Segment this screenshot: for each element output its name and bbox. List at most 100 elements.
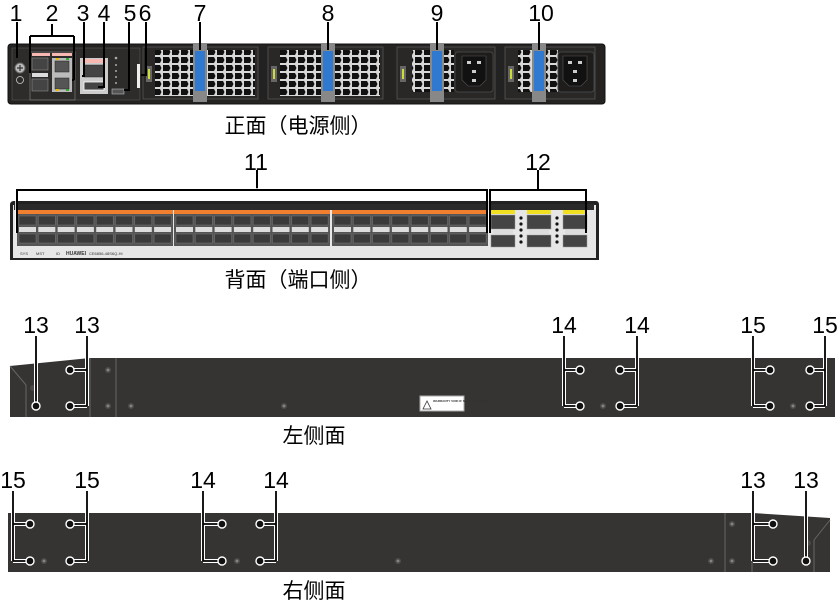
sfp-port — [134, 233, 153, 244]
sfp-port — [353, 215, 371, 226]
sfp-port — [468, 233, 487, 244]
callout-label: 13 — [793, 467, 819, 493]
power-module-1 — [396, 44, 496, 102]
sfp-port-label — [233, 227, 251, 232]
right-side-view — [8, 513, 831, 572]
mounting-hole — [65, 365, 75, 375]
caption-rear: 背面（端口侧） — [225, 268, 372, 292]
rear-callout-lines — [16, 170, 587, 233]
callout-9: 9 — [431, 0, 444, 26]
sfp-port — [18, 233, 37, 244]
sfp-port-label — [411, 227, 429, 232]
sfp-port — [175, 233, 194, 244]
sfp-port-label — [134, 227, 152, 232]
eth-mgmt-port — [54, 60, 70, 73]
mounting-hole — [65, 556, 75, 566]
right-side-chassis — [8, 513, 830, 572]
mounting-hole — [217, 556, 227, 566]
callout-4: 4 — [98, 0, 111, 26]
sfp-port — [410, 233, 429, 244]
sfp-port — [76, 233, 95, 244]
sfp-port-label — [96, 227, 114, 232]
port-label-strip — [332, 210, 488, 214]
mounting-hole — [615, 401, 625, 411]
sfp-port — [38, 233, 56, 244]
sfp-mgmt-port — [31, 78, 49, 92]
sfp-port — [391, 233, 410, 244]
qsfp-port — [562, 234, 588, 248]
sfp-port — [18, 215, 37, 226]
sfp-port-label — [253, 227, 271, 232]
mounting-hole — [217, 519, 227, 529]
sfp-port — [372, 233, 390, 244]
callout-11: 11 — [244, 149, 268, 175]
sfp-port-label — [353, 227, 371, 232]
sfp-port — [95, 215, 114, 226]
front-view — [7, 43, 606, 105]
sfp-port — [175, 215, 194, 226]
port-label-strip — [174, 210, 330, 214]
sys-indicator-label: SYS — [20, 251, 28, 256]
breakout-led — [555, 228, 559, 232]
fan-module-1 — [142, 44, 259, 102]
front-callout-lines — [16, 22, 540, 91]
callout-leader — [752, 336, 766, 407]
sfp-port-label — [195, 227, 213, 232]
breakout-led — [519, 234, 523, 238]
sfp-port-label — [115, 227, 133, 232]
front-callouts: 1 2 3 4 5 6 7 8 9 10 — [10, 0, 554, 26]
callout-8: 8 — [322, 0, 335, 26]
callout-label: 13 — [74, 312, 100, 338]
sfp-port — [38, 215, 56, 226]
qsfp-label-strip — [527, 210, 551, 214]
callout-leader — [563, 336, 576, 407]
callout-label: 13 — [23, 312, 49, 338]
callout-10: 10 — [528, 0, 554, 26]
callout-label: 15 — [812, 312, 838, 338]
sfp-port-label — [38, 227, 56, 232]
sfp-port-label — [372, 227, 390, 232]
callout-leader — [202, 491, 218, 562]
sfp-port — [430, 215, 448, 226]
sfp-port — [410, 215, 429, 226]
sfp-port-label — [430, 227, 448, 232]
sfp-port — [372, 215, 390, 226]
sfp-port — [333, 233, 352, 244]
sfp-port — [233, 215, 252, 226]
sfp-port — [430, 233, 448, 244]
qsfp-label-strip — [491, 210, 515, 214]
mounting-hole — [575, 401, 585, 411]
mounting-hole — [801, 556, 811, 566]
power-module-2 — [504, 44, 596, 102]
callout-12: 12 — [525, 149, 551, 175]
mounting-hole — [255, 519, 265, 529]
callout-3: 3 — [77, 0, 90, 26]
fan-module-2 — [267, 44, 384, 102]
sfp-port — [310, 215, 329, 226]
warning-icon — [422, 400, 432, 410]
qsfp-port-group — [490, 210, 588, 248]
qsfp-port — [526, 234, 552, 248]
callout-leader — [624, 336, 638, 407]
warranty-text: WARRANTY VOID IF SEAL IS BROKEN — [433, 399, 488, 403]
sfp-port — [310, 233, 329, 244]
mounting-hole — [65, 401, 75, 411]
qsfp-port — [490, 214, 516, 230]
qsfp-label-strip — [563, 210, 587, 214]
left-side-chassis — [10, 358, 835, 417]
sfp-port — [333, 215, 352, 226]
callout-label: 14 — [190, 467, 216, 493]
rear-view: SYS MST ID HUAWEI CE6856-48S6Q-HI — [10, 201, 599, 260]
caption-front: 正面（电源侧） — [225, 114, 372, 138]
sfp-port — [195, 215, 213, 226]
warranty-label — [419, 395, 465, 412]
callout-1: 1 — [10, 0, 23, 26]
callout-leader — [12, 491, 26, 562]
sfp-port-label — [154, 227, 172, 232]
callout-label: 15 — [740, 312, 766, 338]
callout-label: 14 — [263, 467, 289, 493]
sfp-port — [76, 215, 95, 226]
breakout-led — [519, 216, 523, 220]
